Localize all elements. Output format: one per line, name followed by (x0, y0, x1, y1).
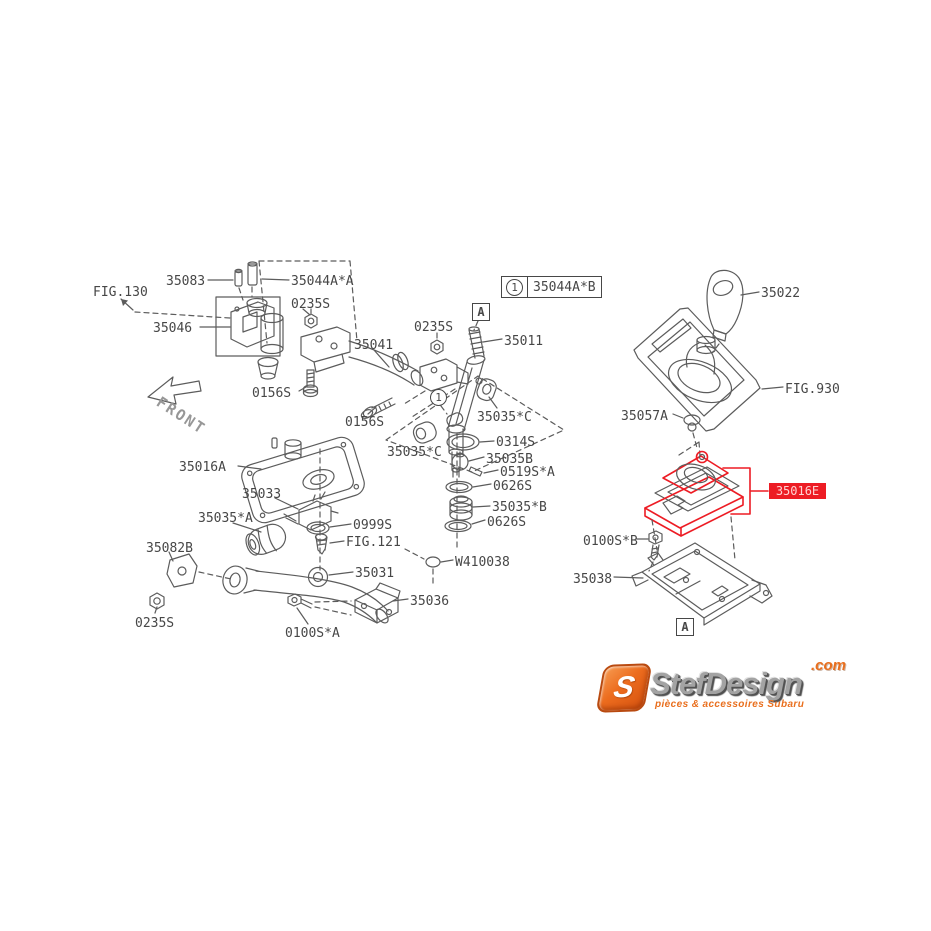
part-label-35016a: 35016A (179, 460, 226, 475)
callout-part-code: 35044A*B (533, 279, 596, 295)
part-label-fig130: FIG.130 (93, 285, 148, 300)
part-label-0519sa: 0519S*A (500, 465, 555, 480)
ball-seat-stack-drawing (444, 433, 483, 533)
part-label-35022: 35022 (761, 286, 801, 301)
vendor-logo-tld: .com (811, 657, 847, 674)
part-label-35044aa: 35044A*A (291, 274, 354, 289)
cap-35057a-drawing (678, 414, 701, 457)
part-label-35035c-a: 35035*C (477, 410, 532, 425)
console-plate-fig930-drawing (633, 307, 761, 432)
view-marker-a-bottom: A (676, 618, 694, 636)
stay-rod-35041-drawing (300, 326, 469, 418)
nut-0235s-right-drawing (430, 332, 444, 355)
part-label-35082b: 35082B (146, 541, 193, 556)
part-label-35036: 35036 (410, 594, 450, 609)
vendor-logo-badge-icon: S (595, 663, 653, 713)
part-label-35011: 35011 (504, 334, 544, 349)
rod-35031-drawing (222, 548, 441, 624)
callout-divider (527, 277, 528, 297)
front-arrow (147, 376, 202, 405)
damper-35046-drawing (215, 296, 284, 380)
part-label-0626s-a: 0626S (493, 479, 533, 494)
part-label-0100sb: 0100S*B (583, 534, 638, 549)
part-label-35057a: 35057A (621, 409, 668, 424)
part-label-fig930: FIG.930 (785, 382, 840, 397)
leader-lines (154, 278, 784, 625)
part-label-35035a: 35035*A (198, 511, 253, 526)
shift-knob-35022-drawing (706, 269, 744, 354)
lower-lever-parts-drawing (149, 491, 339, 610)
vendor-logo-name: StefDesign (650, 666, 803, 701)
part-label-35083: 35083 (166, 274, 206, 289)
vendor-logo-tagline: pièces & accessoires Subaru (655, 699, 805, 710)
part-label-35038: 35038 (573, 572, 613, 587)
callout-index-bubble: 1 (506, 278, 523, 296)
part-label-35046: 35046 (153, 321, 193, 336)
view-marker-a-top: A (472, 303, 490, 321)
part-label-35031: 35031 (355, 566, 395, 581)
nut-0235s-left-drawing (304, 308, 318, 329)
part-label-0999s: 0999S (353, 518, 393, 533)
part-label-35041: 35041 (354, 338, 394, 353)
part-label-0156s-a: 0156S (252, 386, 292, 401)
part-label-0156s-b: 0156S (345, 415, 385, 430)
part-label-35033: 35033 (242, 487, 282, 502)
part-label-0314s: 0314S (496, 435, 536, 450)
part-label-0235s-c: 0235S (135, 616, 175, 631)
ref-bubble-1: 1 (430, 389, 447, 406)
highlight-part-tag-35016e: 35016E (769, 483, 826, 499)
callout-35044ab: 1 35044A*B (501, 276, 602, 298)
part-label-0235s-b: 0235S (414, 320, 454, 335)
bolt-0156s-right-drawing (360, 397, 396, 419)
part-label-35035c-b: 35035*C (387, 445, 442, 460)
part-label-w410038: W410038 (455, 555, 510, 570)
vendor-logo-monogram: S (611, 670, 638, 705)
plate-35016a-drawing (241, 436, 365, 571)
part-label-fig121: FIG.121 (346, 535, 401, 550)
pins-35083-35044aa-drawing (234, 260, 358, 344)
part-label-0100sa: 0100S*A (285, 626, 340, 641)
bolt-0156s-left-drawing (302, 369, 319, 398)
highlight-leader-lines (722, 467, 769, 515)
part-label-35035b-star: 35035*B (492, 500, 547, 515)
part-label-0626s-b: 0626S (487, 515, 527, 530)
part-label-0235s-a: 0235S (291, 297, 331, 312)
fig130-pointer (120, 298, 231, 319)
boot-35016e-drawing (644, 450, 744, 561)
tray-35038-drawing (631, 530, 773, 626)
vendor-logo: S StefDesign .com pièces & accessoires S… (595, 657, 869, 717)
part-label-35035b: 35035B (486, 452, 533, 467)
